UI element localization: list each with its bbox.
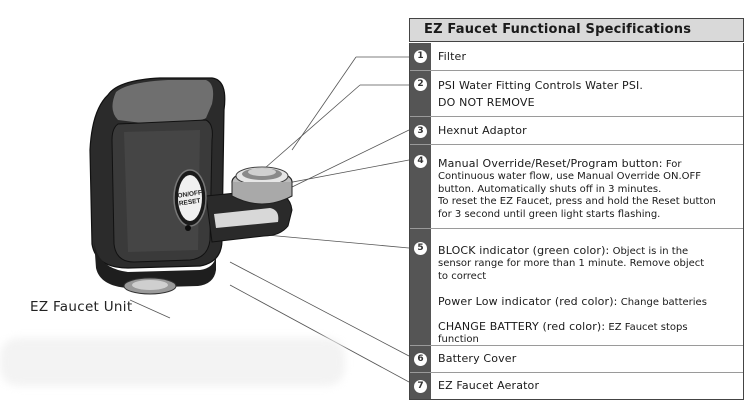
item-body-line: sensor range for more than 1 minute. Rem… bbox=[438, 258, 705, 270]
item-text: Battery Cover bbox=[438, 352, 517, 365]
power-low-tail: Change batteries bbox=[617, 297, 707, 309]
power-low-heading: Power Low indicator (red color): bbox=[438, 295, 618, 309]
item-body-line: button. Automatically shuts off in 3 min… bbox=[438, 183, 662, 195]
spec-item-filter: 1 Filter bbox=[410, 43, 743, 70]
panel-title: EZ Faucet Functional Specifications bbox=[409, 18, 744, 42]
block-indicator-tail: Object is in the bbox=[609, 246, 689, 257]
block-indicator-heading: BLOCK indicator (green color): bbox=[438, 244, 610, 257]
item-heading-tail: For bbox=[662, 159, 682, 170]
item-text-warning: DO NOT REMOVE bbox=[438, 96, 535, 109]
spec-item-psi-fitting: 2 PSI Water Fitting Controls Water PSI. … bbox=[410, 70, 743, 116]
item-text: Hexnut Adaptor bbox=[438, 124, 527, 137]
item-number: 4 bbox=[414, 155, 427, 168]
unit-label: EZ Faucet Unit bbox=[30, 299, 133, 315]
button-label-line2: RESET bbox=[179, 198, 201, 208]
spec-item-aerator: 7 EZ Faucet Aerator bbox=[410, 372, 743, 399]
callout-line-7 bbox=[229, 284, 410, 383]
specifications-panel: EZ Faucet Functional Specifications 1 Fi… bbox=[409, 18, 744, 400]
spec-item-manual-override: 4 Manual Override/Reset/Program button: … bbox=[410, 144, 743, 228]
callout-line-2 bbox=[264, 84, 361, 169]
blurred-strip bbox=[0, 338, 345, 386]
item-number: 3 bbox=[414, 125, 427, 138]
item-body-line: Continuous water flow, use Manual Overri… bbox=[438, 171, 702, 183]
item-number: 7 bbox=[414, 380, 427, 393]
item-number: 6 bbox=[414, 353, 427, 366]
spec-item-indicators: 5 BLOCK indicator (green color): Object … bbox=[410, 228, 743, 345]
faucet-body: ON/OFF RESET bbox=[89, 77, 293, 295]
spec-item-battery-cover: 6 Battery Cover bbox=[410, 345, 743, 372]
change-battery-heading: CHANGE BATTERY (red color): bbox=[438, 319, 606, 333]
item-body-line: function bbox=[438, 334, 479, 346]
button-label-line1: ON/OFF bbox=[177, 189, 202, 199]
item-body-line: To reset the EZ Faucet, press and hold t… bbox=[438, 196, 716, 208]
item-text: Filter bbox=[438, 50, 467, 63]
item-text: PSI Water Fitting Controls Water PSI. bbox=[438, 79, 643, 92]
item-number: 2 bbox=[414, 78, 427, 91]
callout-line-6 bbox=[229, 261, 410, 357]
item-number: 5 bbox=[414, 242, 427, 255]
indicator-light bbox=[185, 225, 191, 231]
spec-item-hexnut-adaptor: 3 Hexnut Adaptor bbox=[410, 116, 743, 144]
change-battery-tail: EZ Faucet stops bbox=[605, 321, 688, 333]
item-number: 1 bbox=[414, 50, 427, 63]
callout-line-3 bbox=[289, 129, 410, 189]
callout-line-unit bbox=[129, 299, 171, 319]
item-body-line: for 3 second until green light starts fl… bbox=[438, 208, 661, 220]
callout-line-1 bbox=[291, 56, 357, 151]
item-heading: Manual Override/Reset/Program button: bbox=[438, 157, 663, 170]
item-body-line: to correct bbox=[438, 270, 487, 282]
spec-list: 1 Filter 2 PSI Water Fitting Controls Wa… bbox=[409, 43, 744, 400]
item-text: EZ Faucet Aerator bbox=[438, 379, 540, 392]
